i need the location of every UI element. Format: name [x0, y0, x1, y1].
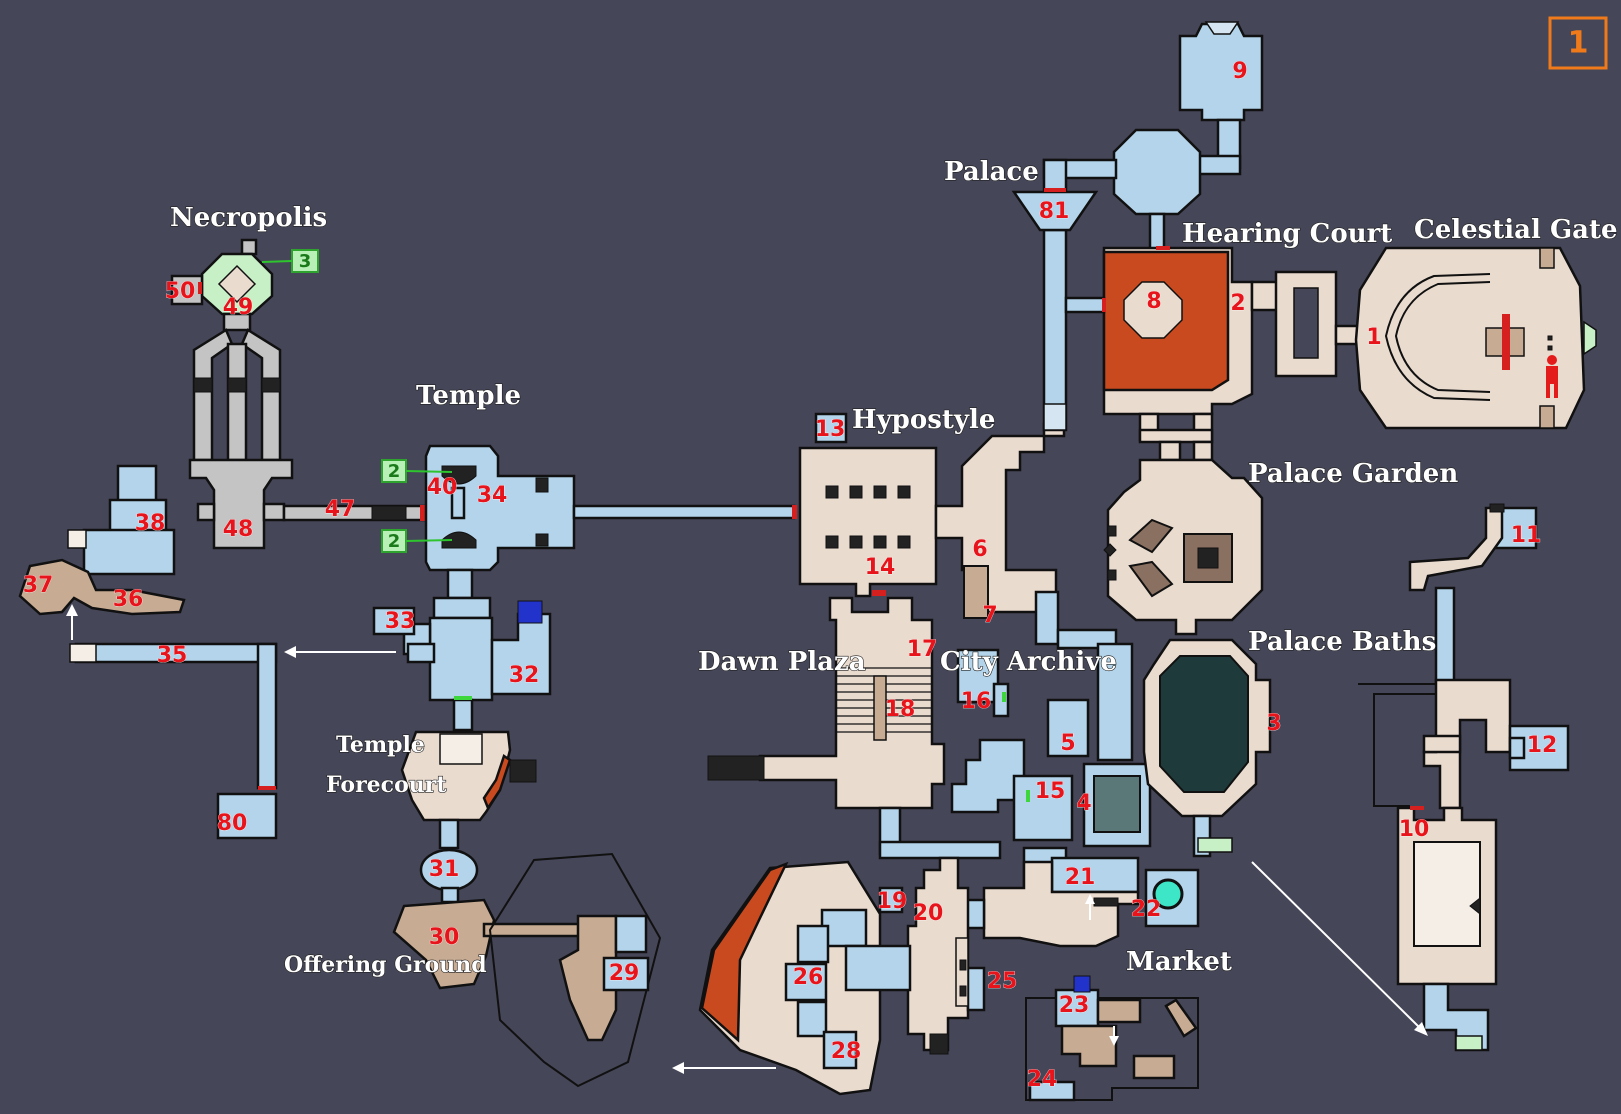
offering-ground-region [392, 852, 662, 1088]
area-label-hearing-court: Hearing Court [1182, 219, 1392, 249]
room-number-24: 24 [1027, 1067, 1058, 1092]
room-number-8: 8 [1146, 289, 1161, 314]
room-number-4: 4 [1076, 791, 1091, 816]
area-label-palace-garden: Palace Garden [1248, 459, 1458, 489]
level-badge-label: 1 [1568, 26, 1589, 61]
area-label-necropolis: Necropolis [170, 203, 327, 233]
room-number-32: 32 [509, 663, 540, 688]
area-label-hypostyle: Hypostyle [852, 405, 995, 435]
room-number-31: 31 [429, 857, 460, 882]
room-number-25: 25 [987, 969, 1018, 994]
marker-2-upper: 2 [388, 461, 401, 482]
room-number-48: 48 [223, 517, 254, 542]
room-number-33: 33 [385, 609, 416, 634]
room-number-30: 30 [429, 925, 460, 950]
room-number-9: 9 [1232, 59, 1247, 84]
room-number-13: 13 [815, 417, 846, 442]
room-number-37: 37 [23, 573, 54, 598]
area-label-temple-forecourt-2: Forecourt [326, 772, 447, 798]
room-number-29: 29 [609, 961, 640, 986]
room-number-22: 22 [1131, 897, 1162, 922]
area-label-offering-ground: Offering Ground [284, 952, 487, 978]
room-number-47: 47 [325, 497, 356, 522]
room-number-49: 49 [223, 295, 254, 320]
east-wing-region [1358, 503, 1570, 1052]
room-number-11: 11 [1511, 523, 1542, 548]
necropolis-region [170, 238, 426, 550]
marker-3: 3 [299, 251, 312, 272]
room-number-35: 35 [157, 643, 188, 668]
room-number-38: 38 [135, 511, 166, 536]
room-number-21: 21 [1065, 865, 1096, 890]
area-label-palace: Palace [944, 157, 1039, 187]
room-number-15: 15 [1035, 779, 1066, 804]
temple-region [372, 444, 797, 904]
room-number-26: 26 [793, 965, 824, 990]
room-numbers: 1 2 3 4 5 6 7 8 9 10 11 12 13 14 15 16 1… [22, 59, 1558, 1093]
level-badge: 1 [1548, 16, 1608, 70]
center-region [707, 412, 1002, 860]
room-number-20: 20 [913, 901, 944, 926]
room-number-81: 81 [1039, 199, 1070, 224]
room-number-16: 16 [961, 689, 992, 714]
area-label-celestial-gate: Celestial Gate [1414, 215, 1618, 245]
arrows [66, 604, 1428, 1074]
room-number-40: 40 [427, 475, 458, 500]
room-number-34: 34 [477, 483, 508, 508]
area-label-city-archive: City Archive [940, 647, 1117, 677]
room-number-2: 2 [1230, 291, 1245, 316]
room-number-5: 5 [1060, 731, 1075, 756]
room-number-6: 6 [972, 537, 987, 562]
room-number-1: 1 [1366, 325, 1381, 350]
area-label-dawn-plaza: Dawn Plaza [698, 647, 866, 677]
room-number-19: 19 [877, 889, 908, 914]
area-label-temple-forecourt-1: Temple [336, 732, 425, 758]
room-number-14: 14 [865, 555, 896, 580]
room-number-3: 3 [1266, 711, 1281, 736]
palace-region [1011, 21, 1597, 858]
area-labels: Necropolis Temple Temple Forecourt Offer… [169, 156, 1618, 978]
room-number-50: 50 [165, 279, 196, 304]
room-number-80: 80 [217, 811, 248, 836]
room-number-17: 17 [907, 637, 938, 662]
west-wing-region [18, 464, 436, 840]
room-number-28: 28 [831, 1039, 862, 1064]
marker-2-lower: 2 [388, 531, 401, 552]
room-number-12: 12 [1527, 733, 1558, 758]
archive-region [934, 228, 1152, 848]
room-number-23: 23 [1059, 993, 1090, 1018]
room-number-18: 18 [885, 697, 916, 722]
market-region [954, 846, 1200, 948]
south-region [698, 856, 1199, 1102]
room-number-36: 36 [113, 587, 144, 612]
room-number-10: 10 [1399, 817, 1430, 842]
area-label-palace-baths: Palace Baths [1248, 627, 1436, 657]
doors [1002, 246, 1424, 810]
area-label-temple: Temple [416, 381, 521, 411]
room-number-7: 7 [982, 603, 997, 628]
area-label-market: Market [1126, 947, 1232, 977]
